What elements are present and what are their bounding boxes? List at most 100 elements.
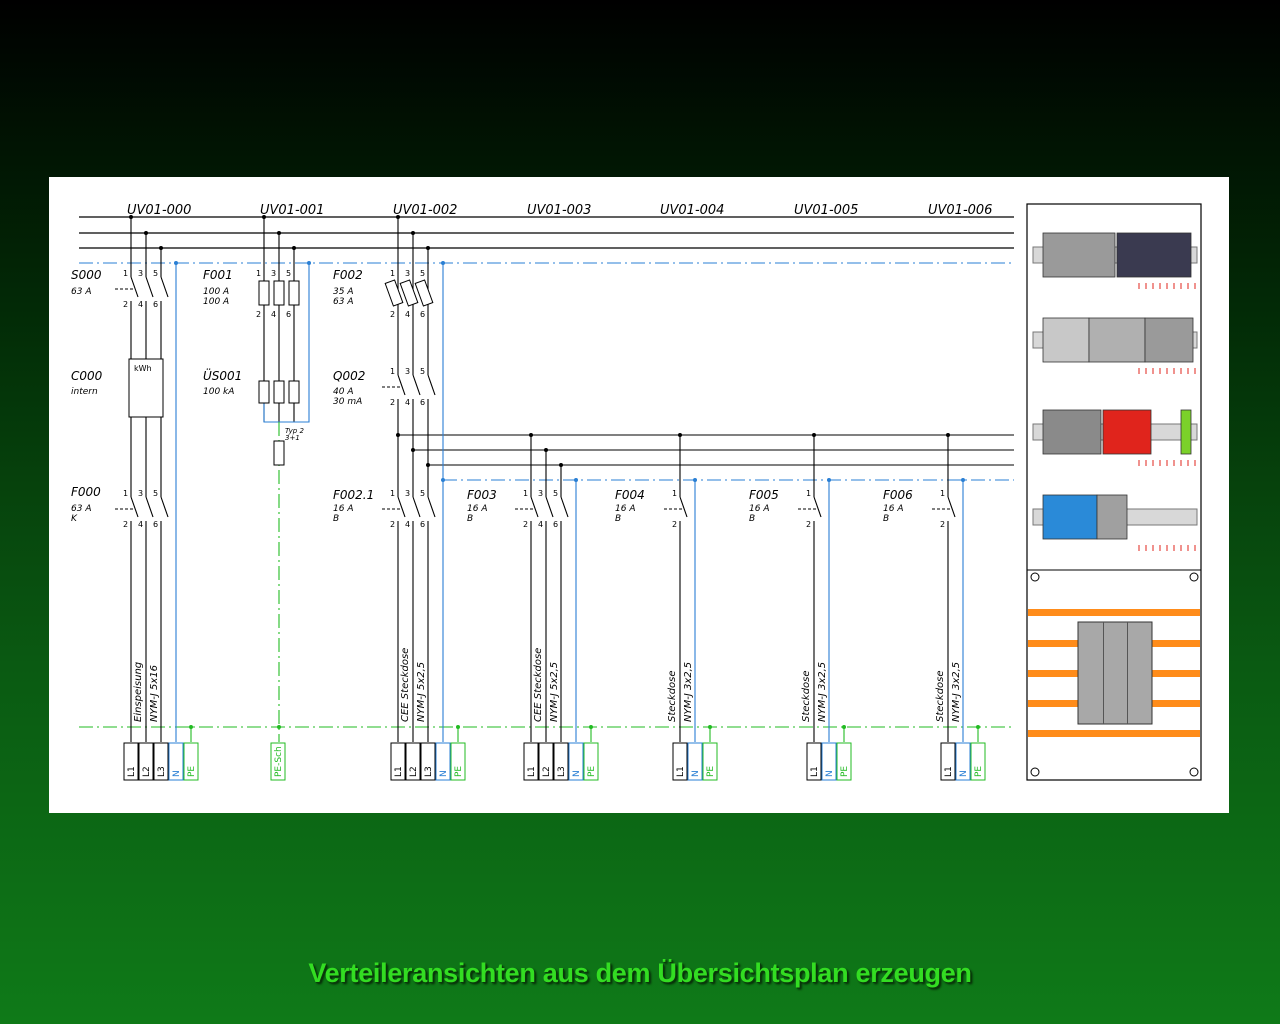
cable-use: CEE Steckdose [400, 648, 411, 722]
pole-number: 1 [390, 489, 395, 498]
pole-number: 6 [286, 310, 291, 319]
junction-dot [456, 725, 460, 729]
switch-symbols: 1234561234561234561234561234561212121234… [115, 215, 980, 729]
pole-number: 6 [153, 520, 158, 529]
pole-number: 2 [806, 520, 811, 529]
terminal-label: L1 [127, 766, 137, 777]
pole-number: 5 [153, 269, 158, 278]
column-uv01-002: UV01-002 F002 35 A 63 A Q002 40 A 30 mA … [333, 203, 459, 742]
breaker-rating: 63 A [71, 504, 91, 514]
terminal [955, 742, 971, 781]
pole-number: 2 [390, 398, 395, 407]
terminal-label: PE [840, 766, 850, 777]
breaker-blade [679, 496, 688, 518]
breaker-char: B [883, 514, 889, 524]
junction-dot [559, 463, 563, 467]
pole-number: 5 [153, 489, 158, 498]
din-module [1096, 494, 1128, 540]
rcd-label: Q002 [333, 369, 365, 383]
slide-caption: Verteileransichten aus dem Übersichtspla… [308, 958, 972, 988]
junction-dot [262, 215, 266, 219]
junction-dot [961, 478, 965, 482]
device-label: S000 [71, 268, 102, 282]
pole-number: 3 [405, 489, 410, 498]
cable-type: NYM-J 5x2,5 [549, 662, 560, 722]
breaker-blade [397, 496, 406, 518]
schematic-svg: UV01-000 S000 63 A kWh C000 intern F000 … [71, 203, 1202, 781]
junction-dot [144, 231, 148, 235]
column-uv01-000: UV01-000 S000 63 A kWh C000 intern F000 … [71, 203, 192, 742]
pole-number: 2 [672, 520, 677, 529]
cable-type: NYM-J 3x2,5 [951, 662, 962, 722]
cabinet-view [1026, 203, 1202, 781]
terminal-label: PE [974, 766, 984, 777]
cable-type: NYM-J 3x2,5 [683, 662, 694, 722]
terminal [940, 742, 956, 781]
pole-number: 4 [271, 310, 276, 319]
pole-number: 1 [256, 269, 261, 278]
terminal [836, 742, 852, 781]
breaker-blade [160, 496, 169, 518]
terminal-label: L3 [557, 766, 567, 777]
terminal [435, 742, 451, 781]
terminal [153, 742, 169, 781]
breaker-blade [947, 496, 956, 518]
terminal [523, 742, 539, 781]
kwh-meter [128, 358, 164, 418]
terminal-label: PE [706, 766, 716, 777]
breaker-label: F005 [749, 488, 779, 502]
junction-dot [396, 433, 400, 437]
column-title: UV01-005 [794, 203, 858, 218]
pole-number: 4 [538, 520, 543, 529]
main-switch-blade [145, 276, 154, 298]
breaker-char: B [333, 514, 339, 524]
din-module [1088, 317, 1146, 363]
breaker-blade [530, 496, 539, 518]
main-switch-blade [160, 276, 169, 298]
terminal [138, 742, 154, 781]
pole-number: 1 [390, 269, 395, 278]
fuse-3 [414, 279, 434, 307]
pole-number: 2 [390, 520, 395, 529]
cable-type: NYM-J 5x2,5 [416, 662, 427, 722]
breaker-char: B [467, 514, 473, 524]
fuse-1 [258, 280, 270, 306]
device-label: F002 [333, 268, 363, 282]
terminal-label: L2 [142, 766, 152, 777]
cable-use: Steckdose [667, 670, 678, 722]
junction-dot [529, 433, 533, 437]
pole-number: 4 [138, 520, 143, 529]
pole-number: 4 [405, 520, 410, 529]
terminal-label: L2 [409, 766, 419, 777]
terminal [390, 742, 406, 781]
junction-dot [189, 725, 193, 729]
junction-dot [976, 725, 980, 729]
busbar-section [1028, 572, 1200, 777]
terminal [420, 742, 436, 781]
terminal-label: N [172, 770, 182, 777]
cable-type: NYM-J 3x2,5 [817, 662, 828, 722]
rcd-rating: 40 A [333, 387, 353, 397]
terminal [583, 742, 599, 781]
pole-number: 2 [523, 520, 528, 529]
breaker-char: B [749, 514, 755, 524]
rcd-rating-2: 30 mA [333, 397, 362, 407]
breaker-char: B [615, 514, 621, 524]
cable-use: Einspeisung [133, 662, 144, 722]
breaker-blade [560, 496, 569, 518]
pole-number: 2 [256, 310, 261, 319]
terminal [405, 742, 421, 781]
terminal-block-uv01-001: PE-Sch [270, 742, 286, 781]
terminal [553, 742, 569, 781]
column-uv01-001: UV01-001 F001 100 A 100 A ÜS001 100 kA T… [203, 203, 324, 742]
pole-number: 3 [405, 269, 410, 278]
terminal-label: PE-Sch [274, 746, 284, 777]
pole-number: 6 [420, 520, 425, 529]
meter-label: kWh [134, 364, 152, 373]
din-module [1144, 317, 1194, 363]
breaker-label: F006 [883, 488, 913, 502]
terminal-label: L1 [810, 766, 820, 777]
junction-dot [842, 725, 846, 729]
terminal-label: N [959, 770, 969, 777]
